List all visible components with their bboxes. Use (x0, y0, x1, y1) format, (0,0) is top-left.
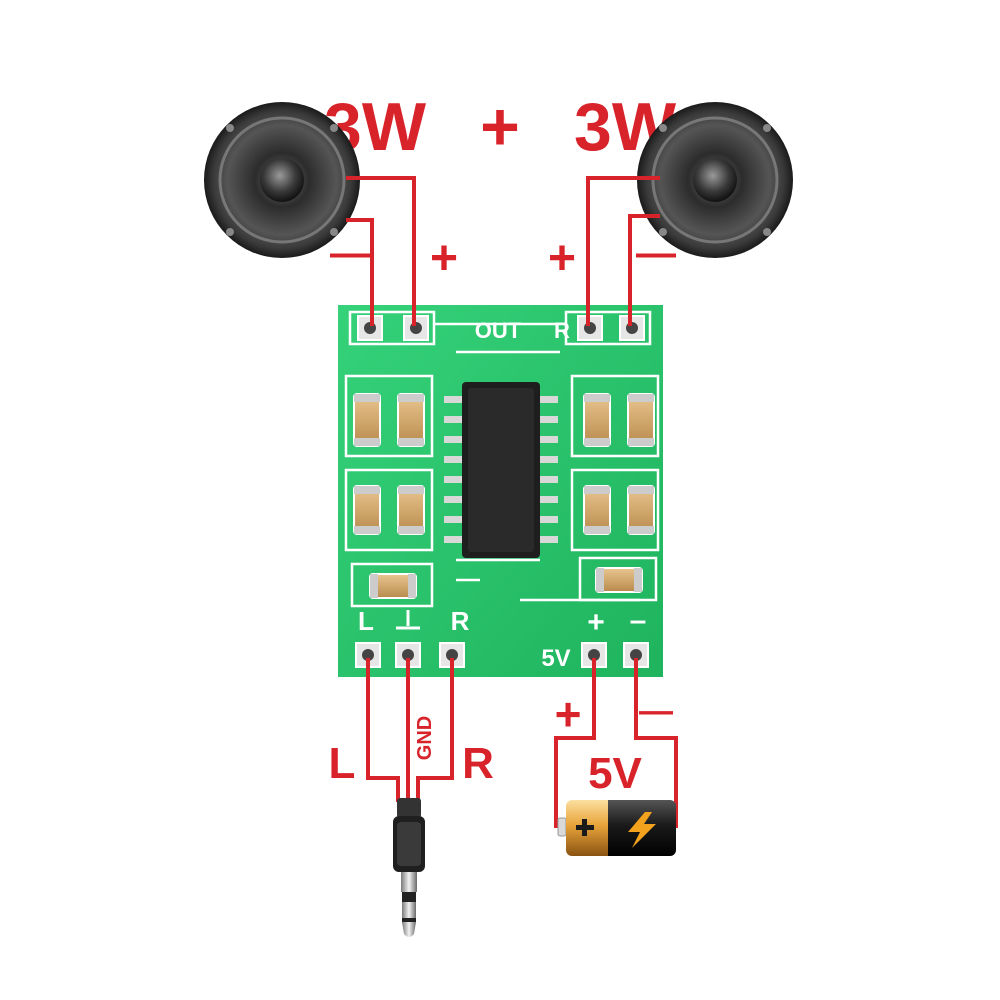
ic-chip (444, 382, 558, 558)
audio-jack-plug-icon (393, 798, 425, 937)
right-speaker-minus-label: — (636, 231, 676, 275)
speaker-wires (346, 176, 660, 326)
silk-r-bottom-label: R (451, 606, 470, 636)
audio-l-label: L (329, 739, 356, 788)
left-speaker-icon (204, 102, 360, 258)
left-speaker-plus-label: + (430, 232, 458, 285)
power-plus-label: + (555, 688, 582, 740)
pam8403-amplifier-board: OUT R L R 5V + – (338, 305, 663, 677)
right-speaker-icon (637, 102, 793, 258)
silk-plus-label: + (587, 606, 605, 639)
silk-r-top-label: R (554, 318, 570, 343)
ground-symbol-icon (396, 610, 420, 630)
silk-5v-label: 5V (541, 645, 570, 672)
plus-sign-label: + (480, 89, 520, 165)
battery-icon (557, 800, 676, 856)
power-voltage-label: 5V (588, 749, 642, 798)
audio-gnd-label: GND (414, 716, 436, 760)
silk-minus-label: – (630, 604, 647, 637)
right-speaker-plus-label: + (548, 232, 576, 285)
smd-components (353, 393, 655, 599)
silk-out-label: OUT (475, 318, 522, 343)
power-minus-label: — (639, 692, 673, 730)
audio-r-label: R (462, 739, 494, 788)
silk-l-label: L (358, 606, 374, 636)
audio-input-wires (366, 658, 454, 802)
left-speaker-minus-label: — (330, 231, 370, 275)
